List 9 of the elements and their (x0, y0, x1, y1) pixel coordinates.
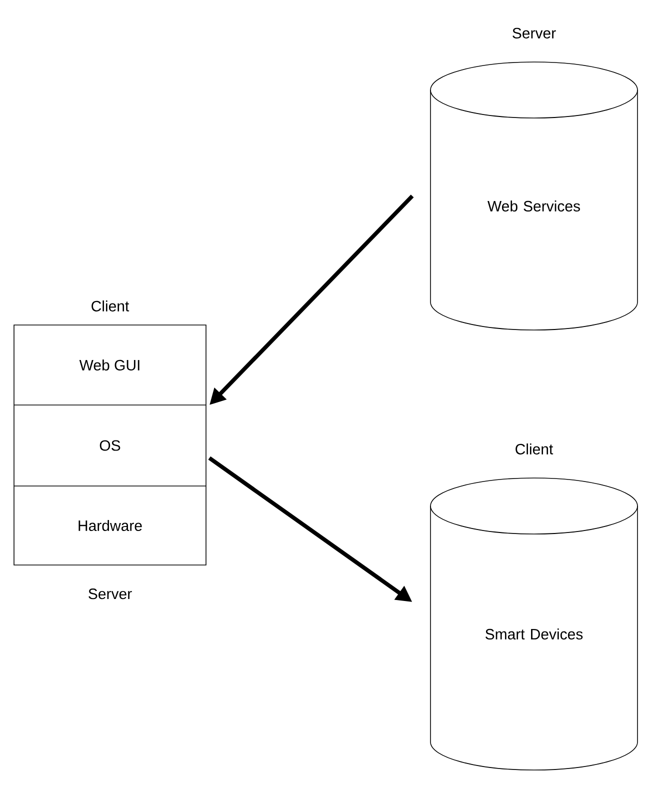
cylinder: Web Services (430, 62, 638, 330)
stack-layer: Web GUI (79, 360, 140, 370)
cylinder: Smart Devices (430, 478, 638, 770)
heading: Server (512, 28, 556, 38)
stack-layer: Hardware (78, 520, 142, 531)
node-label: Server (88, 588, 132, 600)
heading: Client (92, 300, 130, 312)
stack-layer: OS (100, 440, 120, 451)
heading: Client (516, 443, 554, 454)
